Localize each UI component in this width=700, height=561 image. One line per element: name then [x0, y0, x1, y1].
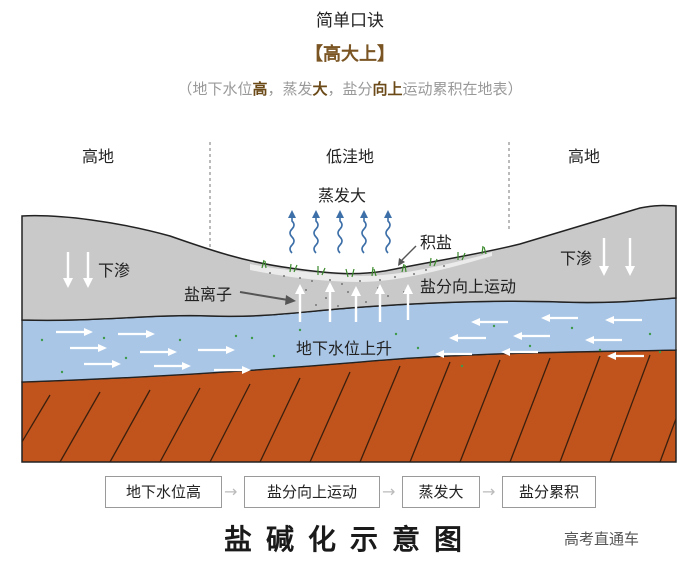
subtitle-part-1: 地下水位 — [192, 80, 253, 98]
flow-arrow-1: → — [224, 482, 238, 501]
label-salt-upward: 盐分向上运动 — [420, 277, 516, 296]
groundwater-flow-arrows-right — [435, 314, 644, 360]
flow-step-salt-upward: 盐分向上运动 — [244, 476, 380, 508]
mnemonic-subtitle: （地下水位高，蒸发大，盐分向上运动累积在地表） — [0, 78, 700, 99]
flow-arrow-3: → — [482, 482, 496, 501]
infiltration-arrows-right — [599, 238, 635, 276]
evaporation-arrowheads — [288, 210, 392, 218]
subtitle-part-4: 运动累积在地表 — [402, 80, 508, 98]
infiltration-arrows-left — [63, 252, 93, 288]
subtitle-part-2: ，蒸发 — [267, 80, 313, 98]
label-water-table-rise: 地下水位上升 — [296, 339, 392, 358]
salt-ion-pointer — [239, 291, 289, 301]
grass-tufts — [261, 245, 487, 278]
diagram-main-title: 盐碱化示意图 — [223, 523, 476, 556]
evaporation-waves — [289, 216, 391, 254]
salt-crust — [250, 252, 492, 282]
groundwater-particles — [40, 324, 662, 374]
region-label-right: 高地 — [568, 147, 600, 166]
label-infiltration-right: 下渗 — [560, 249, 592, 268]
flow-arrow-2: → — [382, 482, 396, 501]
salt-ion-pointer-head — [285, 295, 296, 305]
subtitle-close: ） — [507, 80, 523, 98]
subtitle-open: （ — [177, 80, 193, 98]
salt-upward-arrows — [295, 282, 413, 322]
flow-step-water-table-high: 地下水位高 — [105, 476, 222, 508]
salt-accumulation-pointer-head — [398, 258, 405, 266]
salt-accumulation-pointer — [401, 245, 417, 261]
subtitle-highlight-up: 向上 — [372, 80, 403, 98]
region-label-left: 高地 — [82, 147, 114, 166]
header-title: 简单口诀 — [316, 11, 384, 31]
region-label-middle: 低洼地 — [326, 147, 374, 166]
label-salt-ions: 盐离子 — [184, 285, 232, 304]
bedrock-hatching — [22, 353, 676, 462]
soil-layer — [21, 204, 677, 322]
flow-step-evaporation: 蒸发大 — [402, 476, 480, 508]
label-evaporation: 蒸发大 — [318, 186, 366, 205]
subtitle-highlight-big: 大 — [312, 80, 328, 98]
subtitle-part-3: ，盐分 — [327, 80, 373, 98]
source-watermark: 高考直通车 — [564, 530, 640, 548]
label-infiltration-left: 下渗 — [98, 261, 130, 280]
subtitle-highlight-high: 高 — [252, 80, 268, 98]
label-salt-accumulation: 积盐 — [420, 233, 452, 252]
mnemonic-title: 【高大上】 — [305, 44, 395, 65]
flow-step-salt-accumulation: 盐分累积 — [502, 476, 596, 508]
groundwater-flow-arrows-left — [56, 328, 251, 374]
